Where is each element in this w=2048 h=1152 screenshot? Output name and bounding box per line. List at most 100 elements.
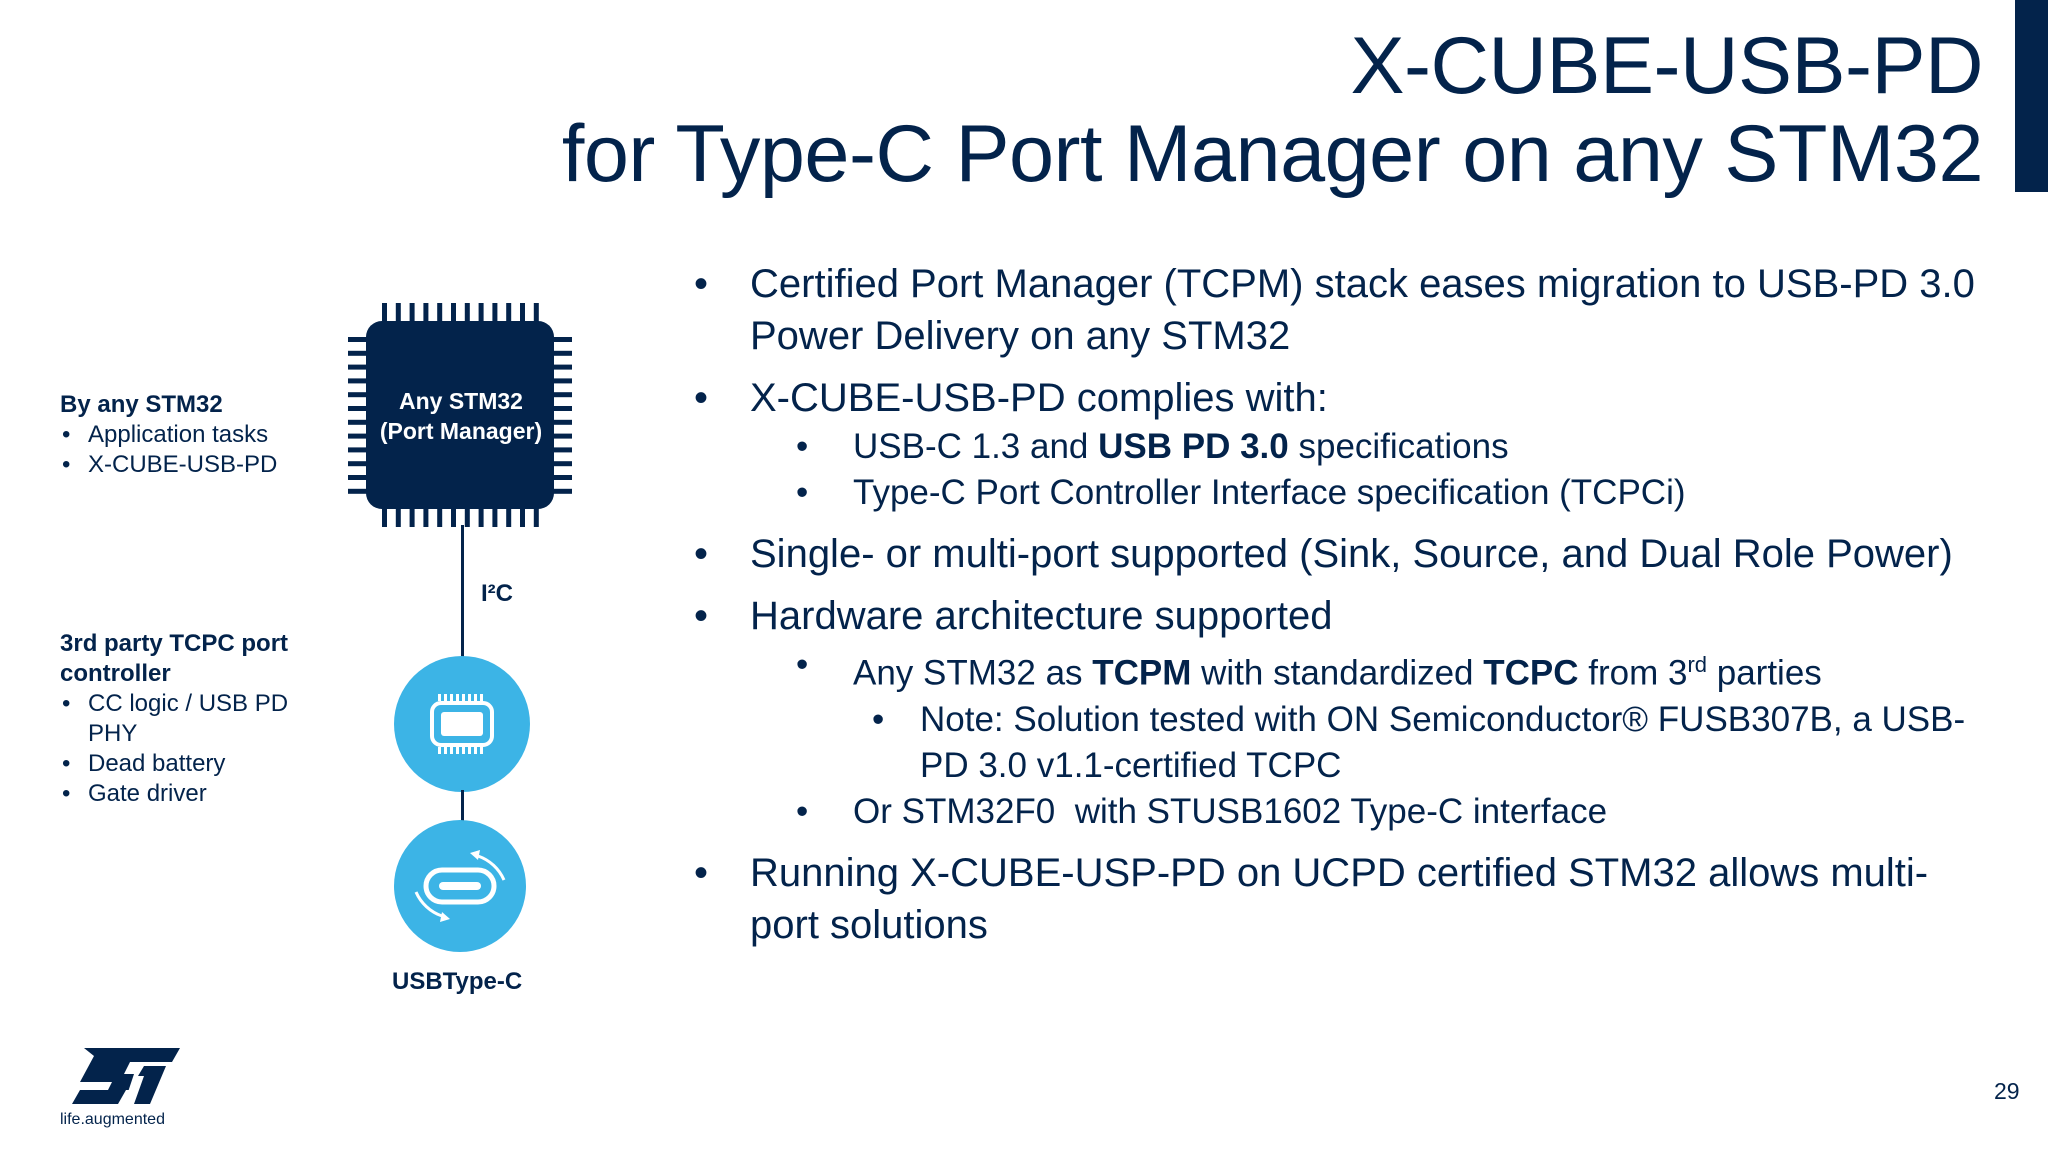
chip-pin: [348, 461, 368, 467]
chip-pin: [533, 507, 539, 527]
sub-bullet-item: • Or STM32F0 with STUSB1602 Type-C inter…: [694, 789, 1994, 835]
accent-bar: [2015, 0, 2048, 192]
bullet-text-bold: TCPC: [1483, 653, 1579, 693]
bullet-item: • Single- or multi-port supported (Sink,…: [694, 528, 1994, 580]
tcpc-label: 3rd party TCPC port controller CC logic …: [60, 629, 330, 809]
chip-label: Any STM32 (Port Manager): [367, 386, 555, 446]
bullet-item: • Running X-CUBE-USP-PD on UCPD certifie…: [694, 847, 1994, 951]
chip-pin: [423, 507, 429, 527]
stm32-label-item: X-CUBE-USB-PD: [60, 450, 330, 480]
bullet-dot: •: [872, 699, 885, 739]
page-number: 29: [1994, 1078, 2020, 1104]
chip-pin: [492, 303, 498, 323]
stm32-label-heading: By any STM32: [60, 391, 223, 418]
chip-pin: [437, 303, 443, 323]
bullet-text: Any STM32 as: [853, 653, 1093, 693]
bullet-text: Certified Port Manager (TCPM) stack ease…: [750, 262, 1975, 358]
chip-pin: [552, 364, 572, 370]
chip-pin: [348, 475, 368, 480]
chip-pin: [348, 433, 368, 439]
tcpc-label-item: Dead battery: [60, 749, 330, 779]
bullet-dot: •: [796, 427, 809, 466]
chip-pin: [478, 507, 484, 527]
bullet-dot: •: [796, 473, 809, 512]
chip-pin: [552, 337, 572, 342]
bullet-text: from 3: [1578, 653, 1688, 693]
chip-pin: [395, 303, 401, 323]
chip-pin: [409, 303, 415, 323]
title-line-1: X-CUBE-USB-PD: [1350, 21, 1983, 111]
st-logo: [72, 1048, 180, 1104]
usb-type-c-label: USBType-C: [392, 968, 523, 995]
chip-pin: [464, 507, 470, 527]
bullet-text-bold: USB PD 3.0: [1098, 427, 1289, 466]
usb-type-c-icon: [394, 820, 526, 952]
chip-pin: [423, 303, 429, 323]
chip-pin: [552, 433, 572, 439]
chip-pin: [552, 350, 572, 356]
chip-pin: [437, 507, 443, 527]
chip-pin: [552, 419, 572, 425]
tcpc-label-heading: 3rd party TCPC port controller: [60, 630, 289, 687]
slide-title: X-CUBE-USB-PD for Type-C Port Manager on…: [561, 21, 1984, 199]
tcpc-label-item: Gate driver: [60, 779, 330, 809]
bullet-dot: •: [694, 594, 709, 638]
chip-pin: [382, 303, 387, 323]
chip-pin: [464, 303, 470, 323]
i2c-label: I²C: [481, 580, 513, 607]
bullet-item: • Certified Port Manager (TCPM) stack ea…: [694, 258, 1994, 362]
stm32-label: By any STM32 Application tasks X-CUBE-US…: [60, 390, 330, 480]
sub-sub-bullet-item: • Note: Solution tested with ON Semicond…: [694, 697, 1994, 789]
chip-pin: [506, 303, 512, 323]
bullet-text: Note: Solution tested with ON Semiconduc…: [920, 699, 1966, 785]
chip-pin: [552, 447, 572, 453]
logo-tagline: life.augmented: [60, 1111, 165, 1128]
chip-pin: [552, 461, 572, 467]
chip-pin: [348, 378, 368, 384]
bullet-dot: •: [694, 376, 709, 420]
sub-bullet-item: • USB-C 1.3 and USB PD 3.0 specification…: [694, 424, 1994, 470]
bullet-dot: •: [694, 262, 709, 306]
chip-label-line-2: (Port Manager): [379, 418, 543, 444]
bullet-item: • X-CUBE-USB-PD complies with:: [694, 372, 1994, 424]
bullet-text: USB-C 1.3 and: [853, 427, 1099, 466]
chip-pin: [348, 392, 368, 398]
chip-pin: [348, 337, 368, 342]
chip-pin: [552, 392, 572, 398]
chip-pin: [533, 303, 539, 323]
chip-pin: [520, 507, 525, 527]
chip-pin: [451, 303, 456, 323]
chip-pin: [552, 475, 572, 480]
chip-pin: [492, 507, 498, 527]
chip-pin: [395, 507, 401, 527]
bullet-item: • Hardware architecture supported: [694, 590, 1994, 642]
title-line-2: for Type-C Port Manager on any STM32: [561, 109, 1984, 199]
bullet-text: with standardized: [1191, 653, 1484, 693]
chip-pin: [409, 507, 415, 527]
bullet-dot: •: [694, 532, 709, 576]
chip-pin: [348, 350, 368, 356]
chip-pin: [382, 507, 387, 527]
chip-pin: [552, 378, 572, 384]
stm32-label-item: Application tasks: [60, 420, 330, 450]
bullet-text: Or STM32F0 with STUSB1602 Type-C interfa…: [853, 791, 1608, 831]
bullet-text: Running X-CUBE-USP-PD on UCPD certified …: [750, 850, 1929, 947]
stm32-label-list: Application tasks X-CUBE-USB-PD: [60, 420, 330, 480]
sub-bullet-item: • Type-C Port Controller Interface speci…: [694, 470, 1994, 516]
bullet-text: Single- or multi-port supported (Sink, S…: [750, 532, 1953, 576]
chip-pin: [478, 303, 484, 323]
mcu-chip-icon: [348, 303, 572, 527]
chip-pin: [552, 406, 572, 411]
bullet-text: Hardware architecture supported: [750, 594, 1333, 638]
connector-line: [461, 790, 464, 822]
bullet-text: Type-C Port Controller Interface specifi…: [853, 473, 1686, 512]
sub-bullet-item: • Any STM32 as TCPM with standardized TC…: [694, 642, 1994, 697]
i2c-bus-line: [461, 525, 464, 660]
chip-pin: [552, 488, 572, 494]
chip-pin: [451, 507, 456, 527]
bullet-text: X-CUBE-USB-PD complies with:: [750, 376, 1328, 420]
chip-label-line-1: Any STM32: [399, 388, 523, 414]
chip-pin: [348, 364, 368, 370]
bullet-text: specifications: [1288, 427, 1509, 466]
tcpc-chip-icon: [394, 656, 530, 792]
